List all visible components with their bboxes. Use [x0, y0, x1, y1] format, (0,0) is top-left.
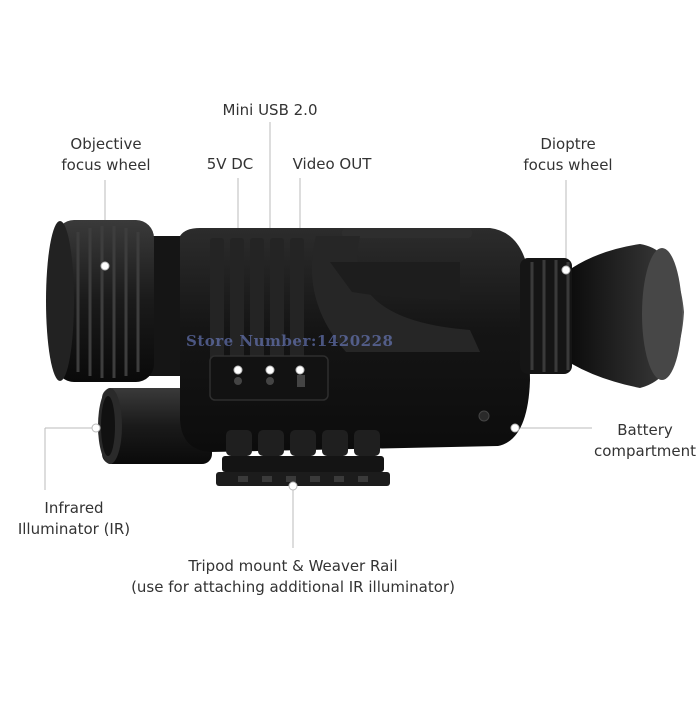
dioptre-label-line2: focus wheel: [523, 156, 613, 174]
store-watermark: Store Number:1420228: [186, 332, 394, 350]
objective-focus-wheel-label: Objective focus wheel: [46, 134, 166, 176]
dot-mini-usb: [265, 365, 275, 375]
objective-barrel: [46, 220, 200, 382]
mini-usb-label: Mini USB 2.0: [222, 101, 318, 119]
tripod-mount-label: Tripod mount & Weaver Rail (use for atta…: [118, 556, 468, 598]
5v-dc-label: 5V DC: [206, 155, 254, 173]
video-out-label: Video OUT: [292, 155, 372, 173]
dot-objective: [100, 261, 110, 271]
battery-compartment-label: Battery compartment: [592, 420, 698, 462]
objective-label-line2: focus wheel: [61, 156, 151, 174]
dioptre-focus-wheel-label: Dioptre focus wheel: [508, 134, 628, 176]
infrared-label-line1: Infrared: [44, 499, 104, 517]
dot-battery: [510, 423, 520, 433]
dot-tripod: [288, 481, 298, 491]
tripod-label-line1: Tripod mount & Weaver Rail: [188, 557, 398, 575]
infrared-label-line2: Illuminator (IR): [17, 520, 131, 538]
dioptre-label-line1: Dioptre: [540, 135, 596, 153]
dot-infrared: [91, 423, 101, 433]
dioptre-eyepiece: [520, 244, 684, 388]
tripod-label-line2: (use for attaching additional IR illumin…: [131, 578, 455, 596]
dot-video-out: [295, 365, 305, 375]
main-body: [180, 228, 530, 456]
dot-dioptre: [561, 265, 571, 275]
objective-label-line1: Objective: [70, 135, 142, 153]
weaver-rail: [216, 456, 390, 486]
infrared-illuminator-label: Infrared Illuminator (IR): [12, 498, 136, 540]
battery-label-line1: Battery: [617, 421, 673, 439]
callout-dots: [91, 261, 571, 491]
battery-label-line2: compartment: [593, 442, 697, 460]
dot-5v-dc: [233, 365, 243, 375]
